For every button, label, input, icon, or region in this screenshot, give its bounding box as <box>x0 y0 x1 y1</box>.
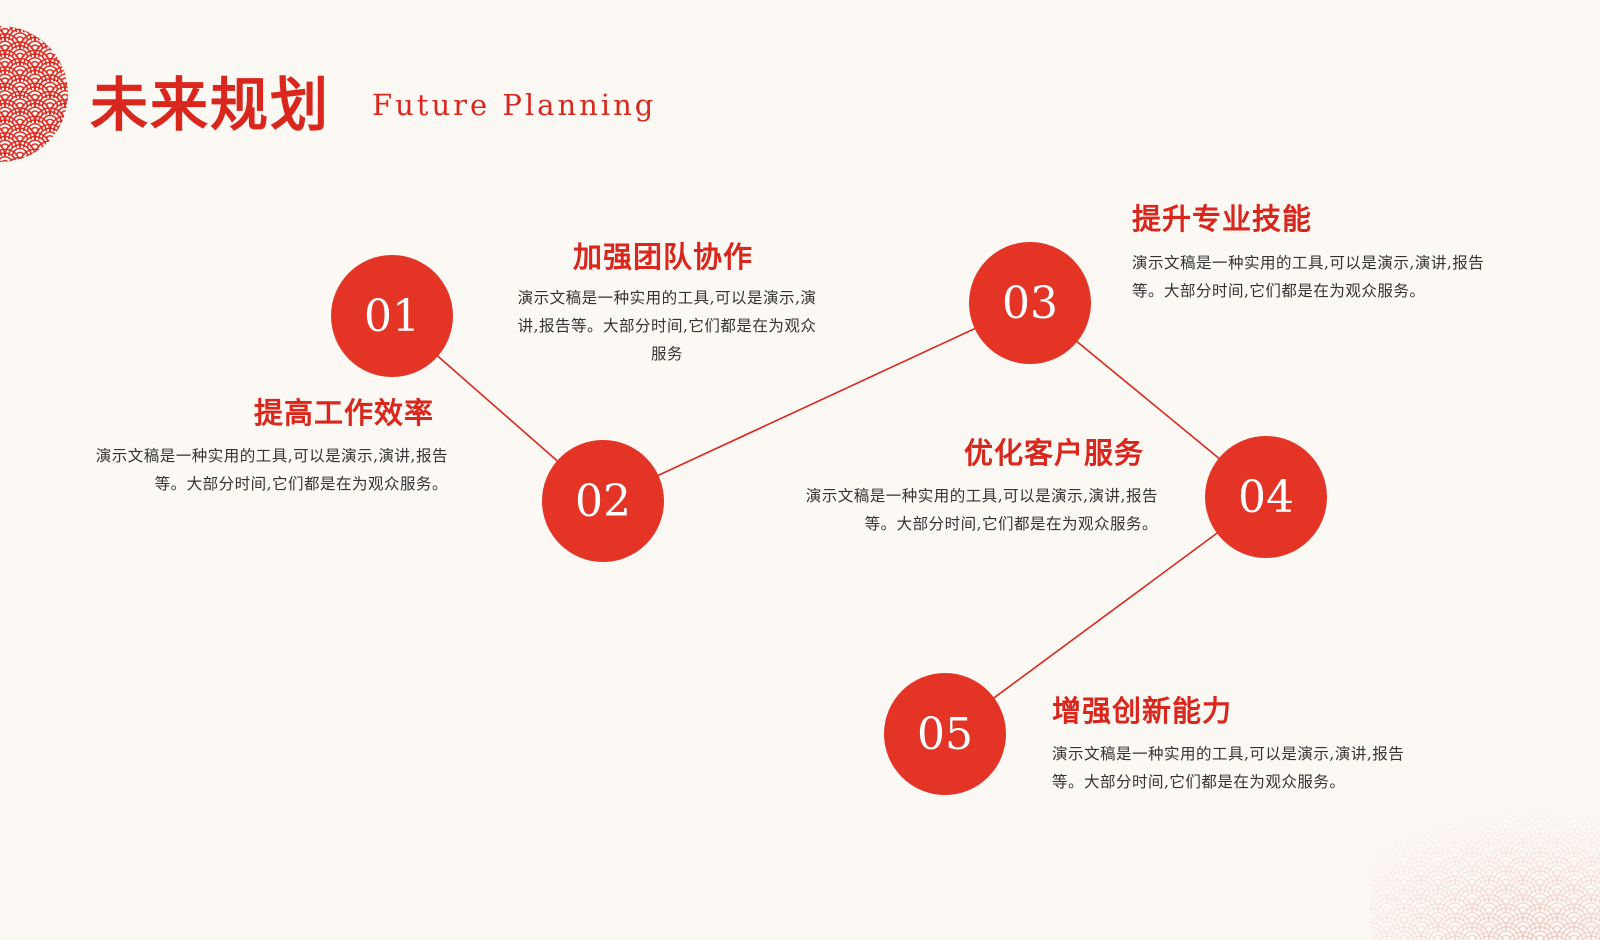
wave-pattern-top-left <box>0 26 68 162</box>
step-05-number: 05 <box>917 708 973 760</box>
step-03-circle: 03 <box>969 242 1091 364</box>
connector-02-03 <box>602 302 1031 502</box>
step-02-text: 演示文稿是一种实用的工具,可以是演示,演讲,报告等。大部分时间,它们都是在为观众… <box>517 289 817 363</box>
page-title: 未来规划 <box>90 71 331 139</box>
step-03-number: 03 <box>1002 277 1058 329</box>
step-01-text: 演示文稿是一种实用的工具,可以是演示,演讲,报告等。大部分时间,它们都是在为观众… <box>95 447 448 493</box>
step-05-text: 演示文稿是一种实用的工具,可以是演示,演讲,报告等。大部分时间,它们都是在为观众… <box>1052 745 1405 791</box>
step-03-heading: 提升专业技能 <box>1132 202 1313 236</box>
page-subtitle: Future Planning <box>372 88 657 122</box>
step-05-heading: 增强创新能力 <box>1052 694 1233 728</box>
step-01-number: 01 <box>364 290 420 342</box>
step-04-heading: 优化客户服务 <box>964 436 1145 470</box>
step-03-text: 演示文稿是一种实用的工具,可以是演示,演讲,报告等。大部分时间,它们都是在为观众… <box>1132 254 1485 300</box>
connector-04-05 <box>944 496 1267 735</box>
slide: 未来规划 Future Planning 01 提高工作效率 演示文稿是一种实用… <box>0 26 1600 940</box>
step-02-circle: 02 <box>542 440 664 562</box>
step-04-text: 演示文稿是一种实用的工具,可以是演示,演讲,报告等。大部分时间,它们都是在为观众… <box>805 487 1158 533</box>
step-04-circle: 04 <box>1205 436 1327 558</box>
step-02-number: 02 <box>575 475 631 527</box>
step-01-heading: 提高工作效率 <box>254 396 435 430</box>
step-05-circle: 05 <box>884 673 1006 795</box>
step-02-heading: 加强团队协作 <box>573 240 754 274</box>
step-04-number: 04 <box>1238 471 1294 523</box>
step-01-circle: 01 <box>331 255 453 377</box>
